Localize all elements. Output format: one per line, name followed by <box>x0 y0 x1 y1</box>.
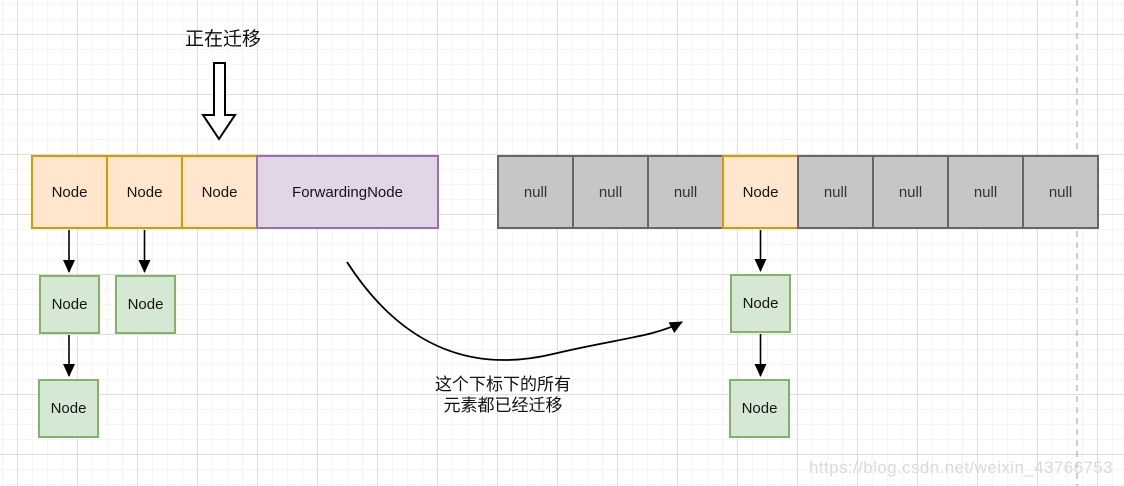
cell-label: ForwardingNode <box>292 183 403 201</box>
new-table-array: null null null Node null null null null <box>497 155 1099 229</box>
new-table-cell-node-3: Node <box>722 155 799 229</box>
cell-label: null <box>523 183 548 201</box>
new-table-cell-null-0: null <box>497 155 574 229</box>
cell-label: null <box>823 183 848 201</box>
migrating-label: 正在迁移 <box>184 29 262 50</box>
list-node-label: Node <box>50 400 87 417</box>
list-node: Node <box>38 379 99 438</box>
list-node: Node <box>39 275 100 334</box>
new-table-cell-null-7: null <box>1022 155 1099 229</box>
cell-label: Node <box>51 183 88 201</box>
cell-label: Node <box>201 183 238 201</box>
cell-label: Node <box>742 183 779 201</box>
list-node-label: Node <box>127 296 164 313</box>
cell-label: Node <box>126 183 163 201</box>
hollow-down-arrow-icon <box>201 62 237 141</box>
cell-label: null <box>598 183 623 201</box>
cell-label: null <box>898 183 923 201</box>
new-table-cell-null-6: null <box>947 155 1024 229</box>
cell-label: null <box>1048 183 1073 201</box>
cell-label: null <box>973 183 998 201</box>
new-table-cell-null-5: null <box>872 155 949 229</box>
list-node-label: Node <box>741 400 778 417</box>
old-table-cell-node-0: Node <box>31 155 108 229</box>
annotation-line1: 这个下标下的所有 <box>435 375 571 394</box>
annotation-line2: 元素都已经迁移 <box>443 396 563 415</box>
watermark-url: https://blog.csdn.net/weixin_43766753 <box>808 458 1113 477</box>
new-table-cell-null-1: null <box>572 155 649 229</box>
list-node-label: Node <box>742 295 779 312</box>
old-table-cell-node-2: Node <box>181 155 258 229</box>
curved-right-arrow-icon <box>346 261 683 361</box>
old-table-cell-node-1: Node <box>106 155 183 229</box>
new-table-cell-null-2: null <box>647 155 724 229</box>
list-node: Node <box>730 274 791 333</box>
list-node-label: Node <box>51 296 88 313</box>
list-node: Node <box>115 275 176 334</box>
list-node: Node <box>729 379 790 438</box>
old-table-array: Node Node Node ForwardingNode <box>31 155 439 229</box>
new-table-cell-null-4: null <box>797 155 874 229</box>
old-table-cell-forwardingnode: ForwardingNode <box>256 155 439 229</box>
migration-annotation: 这个下标下的所有 元素都已经迁移 <box>435 374 571 416</box>
cell-label: null <box>673 183 698 201</box>
